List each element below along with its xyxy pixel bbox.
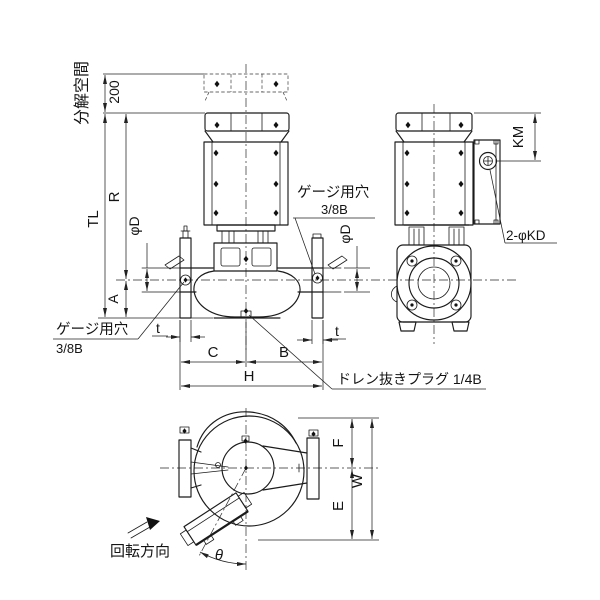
gauge-boss [390,285,398,303]
side-bracket [403,224,470,246]
a-label: A [105,294,121,304]
gauge-hole-left [180,274,191,286]
side-view [390,104,501,344]
pipe-break-mark-right [327,255,348,270]
phid-front-label: φD [126,216,142,235]
callout-cable-holes: 2-φKD [489,169,557,244]
terminal-box [473,139,501,225]
callout-gauge-hole-right: ゲージ用穴 3/8B [293,184,375,275]
pump-stool [213,242,278,272]
w-label: W [349,473,366,488]
plan-suction-flange [178,439,192,498]
callout-drain-plug: ドレン抜きプラグ 1/4B [248,314,486,390]
fan-cover-phantom [203,73,289,102]
r-label: R [106,191,123,202]
rotation-direction: 回転方向 [110,517,170,560]
drain-plug [240,308,252,318]
plan-discharge-flange [306,437,320,500]
dim-disassembly-space: 分解空間 200 [73,61,122,125]
dim-bore-side: φD [337,224,370,293]
gauge-hole-right-label: ゲージ用穴 [297,184,369,201]
side-foot-right [451,321,470,332]
rotation-direction-label: 回転方向 [110,543,170,560]
dim-motor-removal-height: R [106,114,128,279]
dim-flange-thickness-right: t [297,320,346,344]
drain-plug-label: ドレン抜きプラグ 1/4B [337,371,482,387]
air-vent-plug [183,225,188,232]
plan-suction-side [178,426,229,498]
dim-terminal-top-height: KM [474,112,541,162]
side-pump-flange [390,244,472,332]
tl-label: TL [85,210,102,228]
front-view-dimensions: 分解空間 200 TL R A φD t [53,61,486,390]
dim-face-to-face: H [181,368,322,388]
b-label: B [279,344,289,361]
disassembly-space-value: 200 [106,80,122,104]
callout-gauge-hole-left: ゲージ用穴 3/8B [53,281,185,356]
pipe-break-mark-left [164,255,185,270]
dim-center-to-front: F [330,419,354,467]
phid-side-label: φD [337,224,353,243]
stool-top-view [221,441,275,495]
dim-terminal-box-angle: θ [199,547,247,566]
cable-gland-hole [478,151,498,171]
dim-bore-front: φD [126,216,149,291]
side-view-dimensions: KM 2-φKD φD [337,112,557,293]
plan-view-dimensions: F E W θ [199,417,379,566]
e-label: E [330,501,347,511]
gauge-hole-left-size: 3/8B [56,341,83,356]
plan-terminal-box [179,492,253,547]
gauge-hole-left-label: ゲージ用穴 [56,321,128,338]
t-right-label: t [335,323,339,339]
theta-label: θ [215,547,223,564]
dim-center-to-discharge: B [247,344,322,364]
c-label: C [208,344,219,361]
kd-label: 2-φKD [506,228,546,243]
dim-center-to-rear: E [330,469,354,539]
suction-flange [179,225,192,319]
pipe-stubs [141,255,348,293]
dim-suction-to-center: C [181,344,245,364]
plan-discharge-side [262,429,320,500]
fan-cover [204,112,290,143]
dim-center-to-base: A [105,281,128,317]
motor-bracket [216,224,276,244]
dim-flange-thickness-left: t [152,320,205,342]
discharge-flange [311,233,324,319]
terminal-box-axis [197,467,247,559]
f-label: F [330,438,347,447]
dim-overall-width: W [349,419,374,539]
h-label: H [244,368,255,385]
plan-volute [193,411,305,527]
km-label: KM [510,126,527,149]
side-fan-cover [395,112,473,143]
side-foot-left [398,321,417,332]
disassembly-space-label: 分解空間 [73,61,91,125]
gauge-hole-right-size: 3/8B [321,202,348,217]
pump-casing [179,267,324,319]
gauge-hole-right [312,272,323,284]
rotation-arrow-icon [146,517,160,530]
front-view [116,64,518,350]
plan-view: 回転方向 [110,408,379,572]
dim-total-height: TL [85,114,107,317]
t-left-label: t [156,320,160,336]
